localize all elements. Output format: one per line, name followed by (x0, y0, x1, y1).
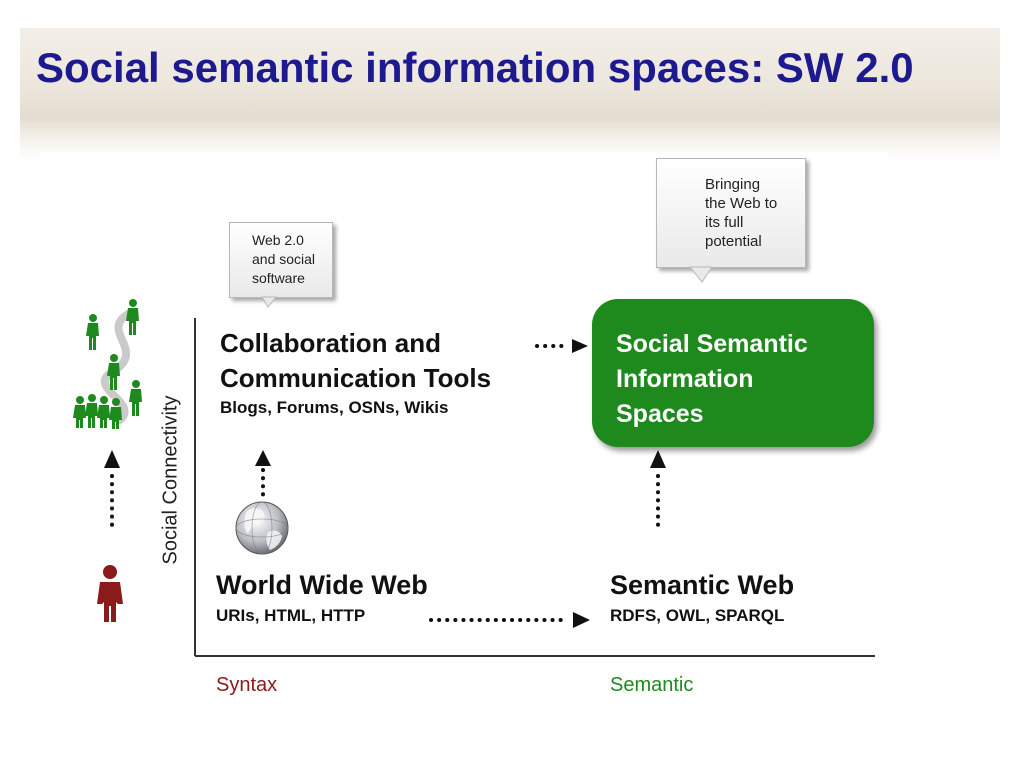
collab-title-line-2: Communication Tools (220, 363, 492, 393)
callout-web20-tail (261, 296, 278, 308)
callout-bringing: Bringing the Web to its full potential (656, 158, 806, 268)
callout-bringing-line: its full (705, 214, 744, 231)
www-title: World Wide Web (216, 570, 428, 600)
ssis-line: Spaces (616, 400, 704, 428)
x-axis-label-semantic: Semantic (610, 674, 694, 696)
slide-title: Social semantic information spaces: SW 2… (36, 44, 914, 91)
ssis-line: Information (616, 365, 754, 393)
arrow-www-to-collab (255, 450, 271, 498)
ssis-line: Social Semantic (616, 330, 808, 358)
callout-web20-line: and social (252, 251, 316, 267)
collab-subtitle: Blogs, Forums, OSNs, Wikis (220, 398, 449, 417)
callout-bringing-tail (688, 266, 713, 283)
person-icon (97, 565, 123, 622)
arrow-social-connectivity (104, 450, 120, 534)
callout-web20-line: software (252, 270, 305, 286)
callout-web20-line: Web 2.0 (252, 232, 304, 248)
arrow-www-to-sw (429, 612, 590, 628)
arrow-sw-to-ssis (650, 450, 666, 534)
x-axis-label-syntax: Syntax (216, 674, 278, 696)
callout-bringing-line: the Web to (705, 195, 778, 212)
callout-web20: Web 2.0 and social software (229, 222, 333, 298)
collab-title-line-1: Collaboration and (220, 328, 441, 358)
sw-title: Semantic Web (610, 570, 795, 600)
www-subtitle: URIs, HTML, HTTP (216, 606, 366, 625)
sw-subtitle: RDFS, OWL, SPARQL (610, 606, 785, 625)
callout-bringing-line: Bringing (705, 176, 761, 193)
header-background (20, 28, 1000, 158)
axes-lines (194, 318, 875, 657)
people-network-icon (73, 299, 142, 429)
ssis-box: Social Semantic Information Spaces (592, 299, 874, 447)
arrow-collab-to-ssis (535, 339, 588, 353)
callout-bringing-line: potential (705, 233, 762, 250)
globe-icon (235, 501, 289, 555)
